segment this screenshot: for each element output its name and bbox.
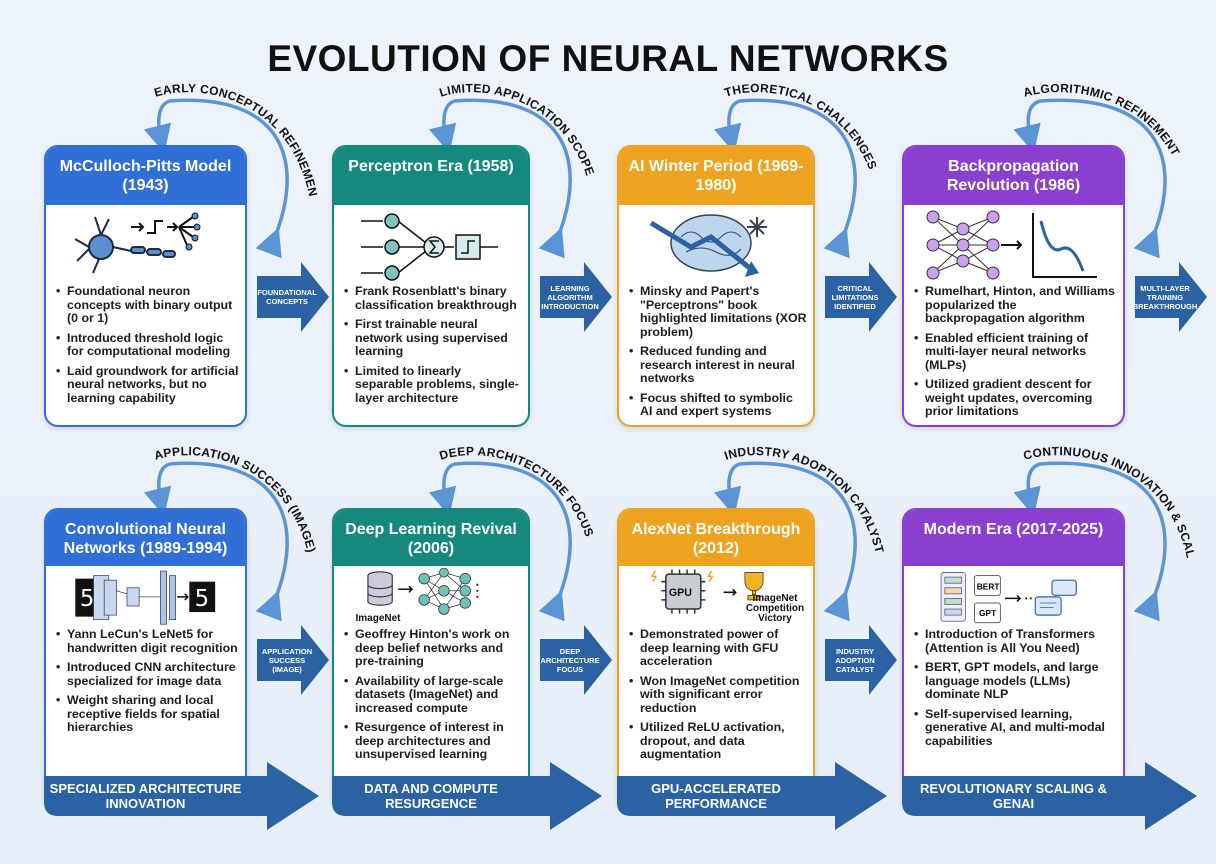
card-title: Backpropagation Revolution (1986) [904,147,1123,205]
card-2: Perceptron Era (1958) Frank Rosenblatt's… [332,145,530,427]
card-5: Convolutional Neural Networks (1989-1994… [44,508,247,810]
bullet-item: Foundational neuron concepts with binary… [56,284,239,326]
bullet-item: Focus shifted to symbolic AI and expert … [629,391,807,419]
connector-arrow: MULTI-LAYER TRAINING BREAKTHROUGH [1132,262,1207,332]
bullet-list: Geoffrey Hinton's work on deep belief ne… [334,627,528,762]
svg-text:BERT: BERT [976,581,999,591]
card-1: McCulloch-Pitts Model (1943) Foundationa… [44,145,247,427]
bullet-list: Rumelhart, Hinton, and Williams populari… [904,284,1123,419]
banner-label: DATA AND COMPUTE RESURGENCE [364,781,498,811]
card-title: AlexNet Breakthrough (2012) [619,510,813,566]
connector-label: INDUSTRY ADOPTION CATALYST [835,646,875,674]
bullet-item: Minsky and Papert's "Perceptrons" book h… [629,284,807,339]
bullet-list: Minsky and Papert's "Perceptrons" book h… [619,284,813,419]
connector-arrow: INDUSTRY ADOPTION CATALYST [825,625,897,695]
card-title: McCulloch-Pitts Model (1943) [46,147,245,205]
icon-caption: ImageNet [355,613,401,624]
icon-caption: ImageNet Competition Victory [745,593,805,624]
neuron-threshold-icon [46,205,245,285]
bullet-list: Demonstrated power of deep learning with… [619,627,813,762]
card-8: Modern Era (2017-2025) BERT GPT Introduct… [902,508,1125,810]
bullet-list: Foundational neuron concepts with binary… [46,284,245,406]
bullet-item: Won ImageNet competition with significan… [629,674,807,716]
banner-label: SPECIALIZED ARCHITECTURE INNOVATION [49,781,242,811]
connector-arrow: APPLICATION SUCCESS (IMAGE) [257,625,329,695]
bullet-item: Utilized ReLU activation, dropout, and d… [629,720,807,762]
card-title: AI Winter Period (1969-1980) [619,147,813,205]
connector-label: FOUNDATIONAL CONCEPTS [257,288,317,306]
bullet-item: Resurgence of interest in deep architect… [344,720,522,762]
bullet-list: Frank Rosenblatt's binary classification… [334,284,528,406]
bullet-item: BERT, GPT models, and large language mod… [914,660,1117,702]
connector-label: APPLICATION SUCCESS (IMAGE) [261,646,313,674]
card-title: Perceptron Era (1958) [334,147,528,205]
card-title: Convolutional Neural Networks (1989-1994… [46,510,245,566]
connector-label: MULTI-LAYER TRAINING BREAKTHROUGH [1132,283,1198,311]
bullet-item: Yann LeCun's LeNet5 for handwritten digi… [56,627,239,655]
svg-text:5: 5 [79,586,94,612]
card-7: AlexNet Breakthrough (2012) GPU Demonstr… [617,508,815,810]
perceptron-diagram-icon [334,205,528,285]
bullet-item: Availability of large-scale datasets (Im… [344,674,522,716]
bullet-item: Introduced CNN architecture specialized … [56,660,239,688]
bullet-item: Utilized gradient descent for weight upd… [914,377,1117,419]
svg-text:GPU: GPU [669,587,692,599]
card-3: AI Winter Period (1969-1980) Minsky and … [617,145,815,427]
connector-label: CRITICAL LIMITATIONS IDENTIFIED [831,283,879,311]
banner-label: REVOLUTIONARY SCALING & GENAI [919,781,1108,811]
database-deep-network-icon [334,566,528,628]
connector-arrow: LEARNING ALGORITHM INTRODUCTION [540,262,612,332]
multilayer-network-loss-curve-icon [904,205,1123,285]
gpu-trophy-icon: GPU [619,566,813,628]
banner-label: GPU-ACCELERATED PERFORMANCE [651,781,781,811]
connector-arrow: FOUNDATIONAL CONCEPTS [257,262,329,332]
card-4: Backpropagation Revolution (1986) Rumelh… [902,145,1125,427]
phase-banner: REVOLUTIONARY SCALING & GENAI [902,756,1197,834]
bullet-item: First trainable neural network using sup… [344,317,522,359]
bullet-list: Yann LeCun's LeNet5 for handwritten digi… [46,627,245,735]
svg-text:GPT: GPT [979,608,996,618]
bullet-list: Introduction of Transformers (Attention … [904,627,1123,749]
transformer-chat-icon: BERT GPT [904,566,1123,628]
connector-arrow: DEEP ARCHITECTURE FOCUS [540,625,612,695]
frozen-brain-decline-icon [619,205,813,285]
bullet-item: Limited to linearly separable problems, … [344,364,522,406]
phase-banner: GPU-ACCELERATED PERFORMANCE [617,756,887,834]
connector-arrow: CRITICAL LIMITATIONS IDENTIFIED [825,262,897,332]
bullet-item: Demonstrated power of deep learning with… [629,627,807,669]
bullet-item: Reduced funding and research interest in… [629,344,807,386]
bullet-item: Enabled efficient training of multi-laye… [914,331,1117,373]
phase-banner: DATA AND COMPUTE RESURGENCE [332,756,602,834]
phase-banner: SPECIALIZED ARCHITECTURE INNOVATION [44,756,319,834]
bullet-item: Rumelhart, Hinton, and Williams populari… [914,284,1117,326]
bullet-item: Laid groundwork for artificial neural ne… [56,364,239,406]
bullet-item: Weight sharing and local receptive field… [56,693,239,735]
bullet-item: Frank Rosenblatt's binary classification… [344,284,522,312]
connector-label: DEEP ARCHITECTURE FOCUS [540,646,600,674]
card-title: Modern Era (2017-2025) [904,510,1123,566]
bullet-item: Geoffrey Hinton's work on deep belief ne… [344,627,522,669]
card-6: Deep Learning Revival (2006) Geoffrey Hi… [332,508,530,810]
card-title: Deep Learning Revival (2006) [334,510,528,566]
page-title: EVOLUTION OF NEURAL NETWORKS [267,38,949,79]
bullet-item: Self-supervised learning, generative AI,… [914,707,1117,749]
bullet-item: Introduced threshold logic for computati… [56,331,239,359]
svg-text:5: 5 [194,586,209,612]
connector-label: LEARNING ALGORITHM INTRODUCTION [541,283,599,311]
bullet-item: Introduction of Transformers (Attention … [914,627,1117,655]
